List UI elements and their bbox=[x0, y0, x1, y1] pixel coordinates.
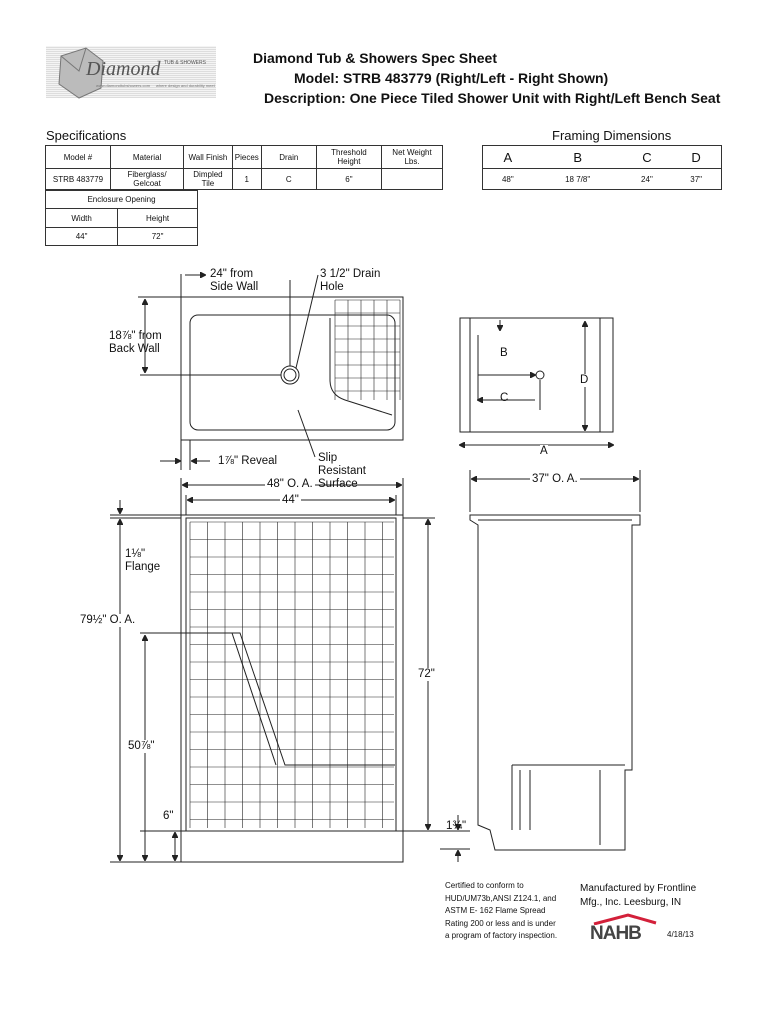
cell: STRB 483779 bbox=[45, 168, 111, 190]
description-line: Description: One Piece Tiled Shower Unit… bbox=[264, 90, 721, 106]
cell: 24" bbox=[622, 168, 672, 190]
nahb-text: NAHB bbox=[590, 923, 642, 944]
fD-label: D bbox=[580, 374, 589, 387]
specs-heading: Specifications bbox=[46, 128, 127, 143]
lip-dim: 1¾" bbox=[446, 820, 467, 832]
plan-view bbox=[138, 274, 404, 470]
cell: Fiberglass/ Gelcoat bbox=[109, 168, 185, 190]
bench-dim: 50⅞" bbox=[128, 740, 155, 753]
header-cell: Drain bbox=[260, 145, 317, 169]
cell: Dimpled Tile bbox=[183, 168, 233, 190]
cell: 37" bbox=[671, 168, 723, 190]
cert-line: HUD/UM73b,ANSI Z124.1, and bbox=[445, 893, 557, 903]
cert-line: Rating 200 or less and is under bbox=[445, 918, 556, 928]
manufacturer-line: Mfg., Inc. Leesburg, IN bbox=[580, 897, 682, 908]
flange-dim: 1⅛" Flange bbox=[125, 548, 161, 573]
front-elevation bbox=[110, 478, 470, 863]
reveal-dim: 1⅞" Reveal bbox=[218, 455, 278, 467]
fA-label: A bbox=[540, 445, 548, 458]
header-cell: Pieces bbox=[231, 145, 262, 169]
logo-text: Diamond bbox=[86, 58, 161, 80]
threshold-dim: 6" bbox=[163, 810, 174, 822]
date: 4/18/13 bbox=[667, 930, 694, 939]
manufacturer-line: Manufactured by Frontline bbox=[580, 883, 697, 894]
framing-diagram bbox=[460, 317, 613, 445]
cell: 18 7/8" bbox=[532, 168, 623, 190]
model-line: Model: STRB 483779 (Right/Left - Right S… bbox=[294, 70, 609, 86]
logo-sub: TUB & SHOWERS bbox=[164, 60, 206, 66]
drain-hole-dim: 3 1/2" Drain Hole bbox=[320, 268, 381, 293]
fC-label: C bbox=[500, 392, 509, 404]
slip-label: Slip Resistant Surface bbox=[318, 452, 366, 490]
framing-heading: Framing Dimensions bbox=[552, 128, 672, 143]
fB-label: B bbox=[500, 347, 508, 359]
cert-line: a program of factory inspection. bbox=[445, 931, 558, 940]
cert-line: Certified to conform to bbox=[445, 881, 524, 890]
cell: 44" bbox=[44, 227, 119, 246]
cell: 6" bbox=[315, 168, 383, 190]
logo-website: www.diamondtubshowers.com bbox=[96, 83, 151, 88]
inner-width-dim: 44" bbox=[280, 494, 301, 507]
cell: 1 bbox=[231, 168, 262, 190]
side-elevation bbox=[469, 470, 641, 851]
side-wall-dim: 24" from Side Wall bbox=[210, 268, 259, 293]
height-dim: 72" bbox=[418, 668, 435, 681]
oa-width-dim: 48" O. A. bbox=[265, 478, 315, 491]
cell: 48" bbox=[481, 168, 533, 190]
nahb-logo: NAHB bbox=[590, 913, 660, 944]
cert-line: ASTM E- 162 Flame Spread bbox=[445, 906, 546, 915]
page-title: Diamond Tub & Showers Spec Sheet bbox=[253, 50, 498, 66]
manufacturer-text: Manufactured by Frontline Mfg., Inc. Lee… bbox=[580, 882, 696, 910]
cell bbox=[381, 168, 443, 190]
depth-dim: 37" O. A. bbox=[530, 473, 580, 486]
roof-icon bbox=[593, 913, 657, 925]
back-wall-dim: 18⅞" from Back Wall bbox=[109, 330, 162, 355]
diamond-logo: Diamond TUB & SHOWERS www.diamondtubshow… bbox=[46, 46, 216, 99]
logo-tagline: where design and durability meet bbox=[156, 83, 215, 88]
diamond-gem-icon bbox=[58, 47, 104, 99]
oa-height-dim: 79½" O. A. bbox=[80, 614, 136, 627]
certification-text: Certified to conform to HUD/UM73b,ANSI Z… bbox=[445, 880, 557, 943]
cell: 72" bbox=[117, 227, 198, 246]
